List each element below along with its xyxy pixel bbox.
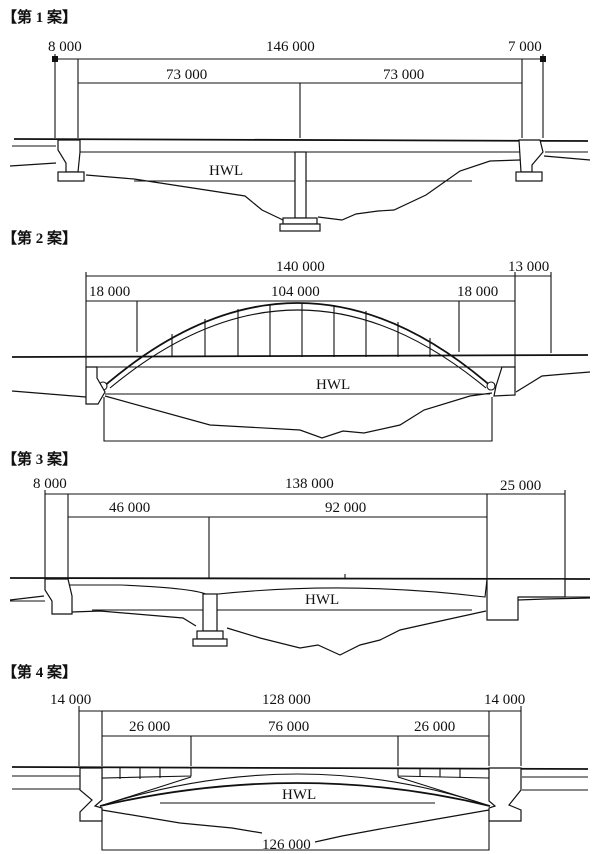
plan-3-dim-span1: 46 000	[109, 500, 150, 516]
plan-1-dim-total: 146 000	[266, 39, 315, 55]
plan-2-foundation-line	[103, 397, 493, 442]
plan-4-dim-right: 14 000	[484, 692, 525, 708]
plan-1-girder	[12, 138, 589, 153]
plan-1-dimension-lines	[52, 54, 546, 138]
plan-1-dim-span1: 73 000	[166, 67, 207, 83]
plan-3-dim-span2: 92 000	[325, 500, 366, 516]
plan-2-deck	[11, 354, 589, 368]
plan-2: 【第 2 案】 140 000 13 000 18 000 104 000 18…	[2, 229, 591, 442]
plan-4-right-abutment	[488, 767, 522, 822]
plan-2-right-abutment	[493, 366, 516, 397]
plan-4-dim-side-right: 26 000	[414, 719, 455, 735]
plan-1-dim-span2: 73 000	[383, 67, 424, 83]
plan-2-dim-right: 13 000	[508, 259, 549, 275]
plan-4-dim-left: 14 000	[50, 692, 91, 708]
plan-1-ground-profile	[9, 155, 591, 221]
plan-4-chord-dimension	[101, 809, 490, 851]
plan-4-left-abutment	[79, 767, 103, 822]
plan-2-left-abutment	[85, 366, 106, 405]
plan-2-ground-profile	[11, 371, 591, 439]
plan-1-dim-left: 8 000	[48, 39, 82, 55]
plan-2-title: 【第 2 案】	[2, 229, 77, 247]
plan-4: 【第 4 案】 14 000 128 000 14 000 26 000 76 …	[2, 663, 589, 853]
plan-3: 【第 3 案】 8 000 138 000 25 000 46 000 92 0…	[2, 450, 591, 656]
plan-3-haunched-girder	[67, 578, 488, 598]
plan-1-right-abutment	[515, 139, 544, 182]
plan-3-dimension-lines	[44, 490, 566, 580]
plan-2-dimension-lines	[85, 272, 552, 357]
plan-3-dim-total: 138 000	[285, 476, 334, 492]
plan-4-dim-total: 128 000	[262, 692, 311, 708]
plan-2-dim-total: 140 000	[276, 259, 325, 275]
plan-4-dimension-lines	[78, 706, 522, 766]
plan-3-dim-right: 25 000	[500, 478, 541, 494]
plan-2-dim-side-left: 18 000	[89, 284, 130, 300]
plan-1: 【第 1 案】 8 000 146 000 7 000 73 000 73 00…	[2, 8, 591, 232]
plan-1-title: 【第 1 案】	[2, 8, 77, 26]
plan-3-title: 【第 3 案】	[2, 450, 77, 468]
plan-3-ground-profile	[9, 595, 591, 656]
plan-2-dim-side-right: 18 000	[457, 284, 498, 300]
plan-4-dim-side-left: 26 000	[129, 719, 170, 735]
plan-4-title: 【第 4 案】	[2, 663, 77, 681]
plan-4-arch	[99, 773, 491, 807]
plan-3-center-pier	[192, 593, 228, 647]
plan-4-hwl-label: HWL	[282, 787, 316, 803]
plan-2-arch	[98, 302, 496, 391]
plan-1-left-abutment	[57, 139, 85, 182]
plan-1-dim-right: 7 000	[508, 39, 542, 55]
plan-2-hwl-label: HWL	[316, 377, 350, 393]
plan-3-dim-left: 8 000	[33, 476, 67, 492]
plan-1-center-pier	[279, 151, 321, 232]
plan-2-dim-main: 104 000	[271, 284, 320, 300]
plan-1-hwl-label: HWL	[209, 163, 243, 179]
plan-3-hwl-label: HWL	[305, 592, 339, 608]
plan-4-dim-main: 76 000	[268, 719, 309, 735]
plan-4-dim-arch-chord: 126 000	[262, 837, 311, 853]
plan-3-left-abutment	[44, 578, 73, 615]
plan-3-right-abutment	[486, 578, 566, 621]
